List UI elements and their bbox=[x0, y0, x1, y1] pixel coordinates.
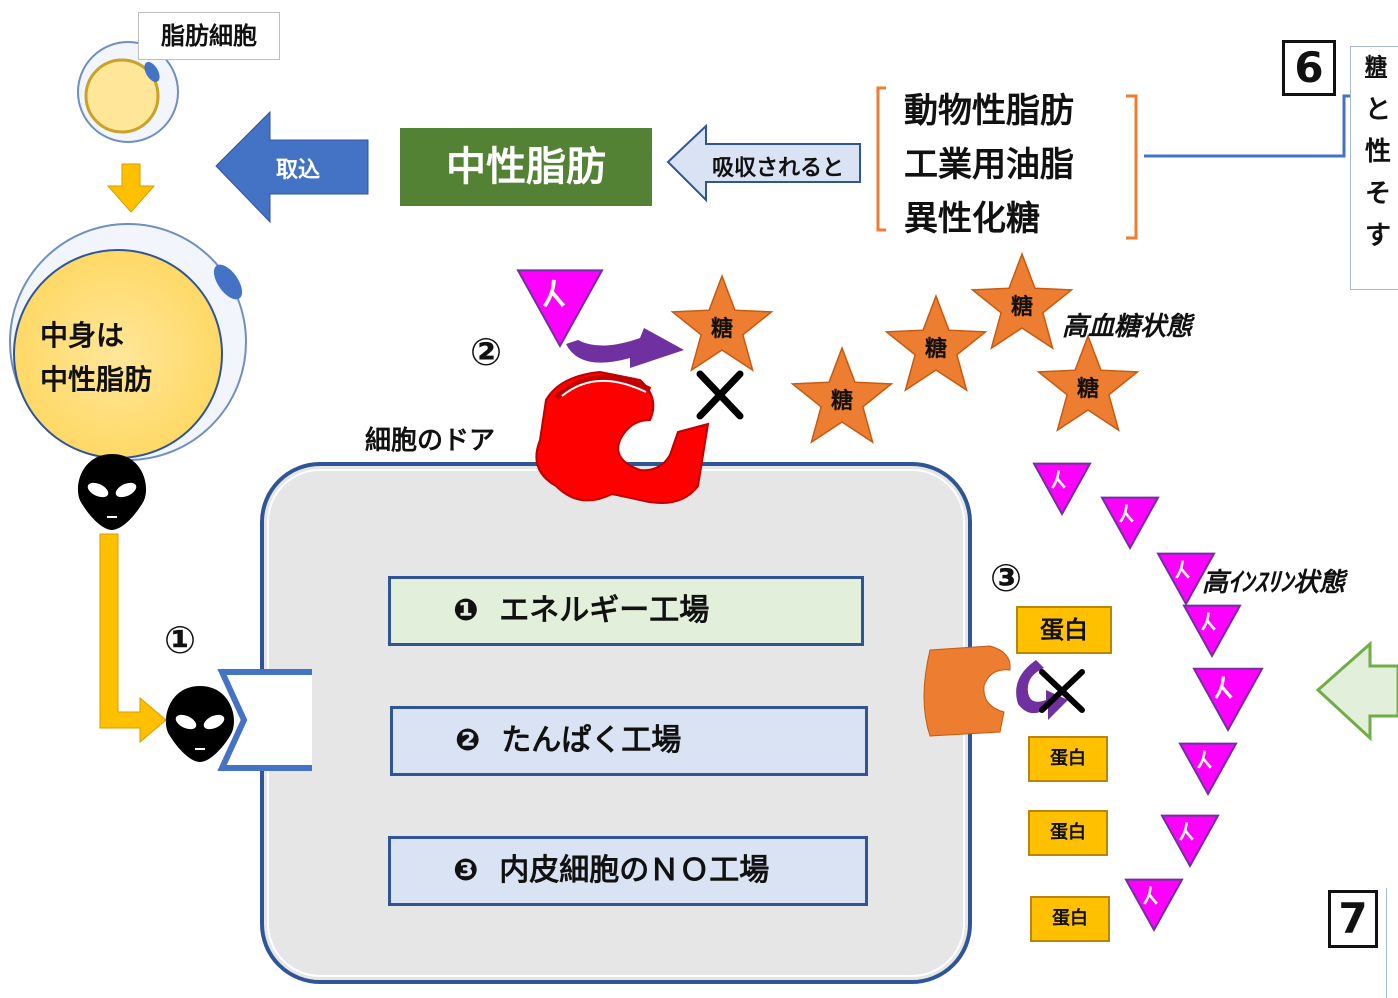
fat-sources-list: 動物性脂肪 工業用油脂 異性化糖 bbox=[904, 84, 1074, 246]
fat-cell-label: 脂肪細胞 bbox=[138, 12, 280, 60]
side-line: 糖 bbox=[1365, 55, 1388, 80]
blocked-cross-door bbox=[696, 370, 744, 420]
alien-face-icon-receptor bbox=[165, 686, 235, 762]
fat-cell-content-line1: 中身は bbox=[40, 319, 125, 352]
factory-no: ❸ 内皮細胞のＮＯ工場 bbox=[388, 836, 868, 906]
ffa-path-arrow bbox=[99, 533, 167, 744]
protein-box: 蛋白 bbox=[1030, 896, 1110, 942]
insulin-signal-arrow bbox=[1016, 660, 1068, 720]
protein-box: 蛋白 bbox=[1028, 810, 1108, 856]
absorb-arrow bbox=[666, 123, 861, 203]
glucose-star-icon: 糖 bbox=[1036, 333, 1140, 432]
cell-door-icon bbox=[535, 370, 710, 504]
protein-box: 蛋白 bbox=[1028, 736, 1108, 782]
glucose-star-label: 糖 bbox=[1011, 294, 1033, 320]
insulin-triangle-icon: イ bbox=[1182, 604, 1242, 659]
section-6-number: 6 bbox=[1282, 40, 1336, 96]
protein-receptor-icon bbox=[923, 645, 1011, 737]
marker-one: ① bbox=[164, 618, 197, 662]
glucose-star-label: 糖 bbox=[1077, 376, 1099, 402]
factory-number: ❸ bbox=[453, 853, 479, 888]
insulin-triangle-icon: イ bbox=[516, 269, 604, 349]
factory-protein: ❷ たんぱく工場 bbox=[390, 706, 868, 776]
fat-source-item: 工業用油脂 bbox=[904, 145, 1074, 185]
fat-cell-content: 中身は 中性脂肪 bbox=[40, 314, 152, 402]
factory-energy: ❶ エネルギー工場 bbox=[388, 576, 864, 646]
blocked-cross-protein bbox=[1039, 669, 1085, 713]
high-sugar-state-label: 高血糖状態 bbox=[1062, 312, 1193, 342]
right-bracket bbox=[1126, 94, 1138, 240]
glucose-star-icon: 糖 bbox=[670, 273, 774, 372]
insulin-binding-arrow bbox=[566, 328, 684, 368]
insulin-triangle-icon: イ bbox=[1160, 814, 1220, 869]
glucose-star-icon: 糖 bbox=[790, 345, 894, 444]
fat-source-item: 動物性脂肪 bbox=[904, 91, 1074, 131]
alien-face-icon-top bbox=[77, 454, 147, 530]
high-insulin-state-label: 高ｲﾝｽﾘﾝ状態 bbox=[1202, 568, 1346, 598]
side-line: 性 bbox=[1365, 137, 1392, 167]
factory-number: ❶ bbox=[453, 593, 479, 628]
marker-two: ② bbox=[470, 330, 503, 374]
protein-box: 蛋白 bbox=[1016, 606, 1112, 654]
glucose-star-icon: 糖 bbox=[970, 251, 1074, 350]
factory-number: ❷ bbox=[455, 723, 481, 758]
insulin-triangle-icon: イ bbox=[1100, 496, 1160, 551]
glucose-star-label: 糖 bbox=[925, 336, 947, 362]
marker-three: ③ bbox=[990, 556, 1023, 600]
glucose-star-icon: 糖 bbox=[884, 293, 988, 392]
grow-down-arrow bbox=[106, 163, 156, 213]
factory-label: 内皮細胞のＮＯ工場 bbox=[499, 853, 770, 888]
fat-cell-content-line2: 中性脂肪 bbox=[40, 363, 153, 396]
fat-source-item: 異性化糖 bbox=[904, 199, 1040, 239]
section-7-sidebox bbox=[1386, 888, 1398, 998]
small-fat-cell bbox=[77, 41, 179, 143]
side-line: と bbox=[1365, 95, 1392, 125]
side-line: そ bbox=[1365, 179, 1392, 209]
section-6-sidebox: 糖 と 性 そ す bbox=[1350, 46, 1398, 290]
insulin-triangle-icon: イ bbox=[1124, 878, 1184, 933]
glucose-star-label: 糖 bbox=[831, 388, 853, 414]
intake-arrow bbox=[215, 110, 369, 224]
absorb-arrow-label: 吸収されると bbox=[712, 156, 845, 181]
triglyceride-box: 中性脂肪 bbox=[400, 128, 652, 206]
side-line: す bbox=[1365, 221, 1392, 251]
ffa-receptor bbox=[217, 669, 312, 771]
intake-arrow-label: 取込 bbox=[276, 158, 321, 183]
insulin-triangle-icon: イ bbox=[1032, 462, 1092, 517]
large-fat-cell bbox=[9, 223, 247, 461]
left-bracket bbox=[876, 86, 886, 232]
factory-label: たんぱく工場 bbox=[501, 723, 682, 758]
insulin-triangle-icon: イ bbox=[1178, 742, 1238, 797]
cell-door-label: 細胞のドア bbox=[365, 426, 496, 456]
insulin-triangle-icon: イ bbox=[1192, 667, 1264, 733]
factory-label: エネルギー工場 bbox=[499, 593, 710, 628]
section-7-number: 7 bbox=[1328, 890, 1378, 948]
green-arrow bbox=[1315, 640, 1398, 742]
glucose-star-label: 糖 bbox=[711, 316, 733, 342]
